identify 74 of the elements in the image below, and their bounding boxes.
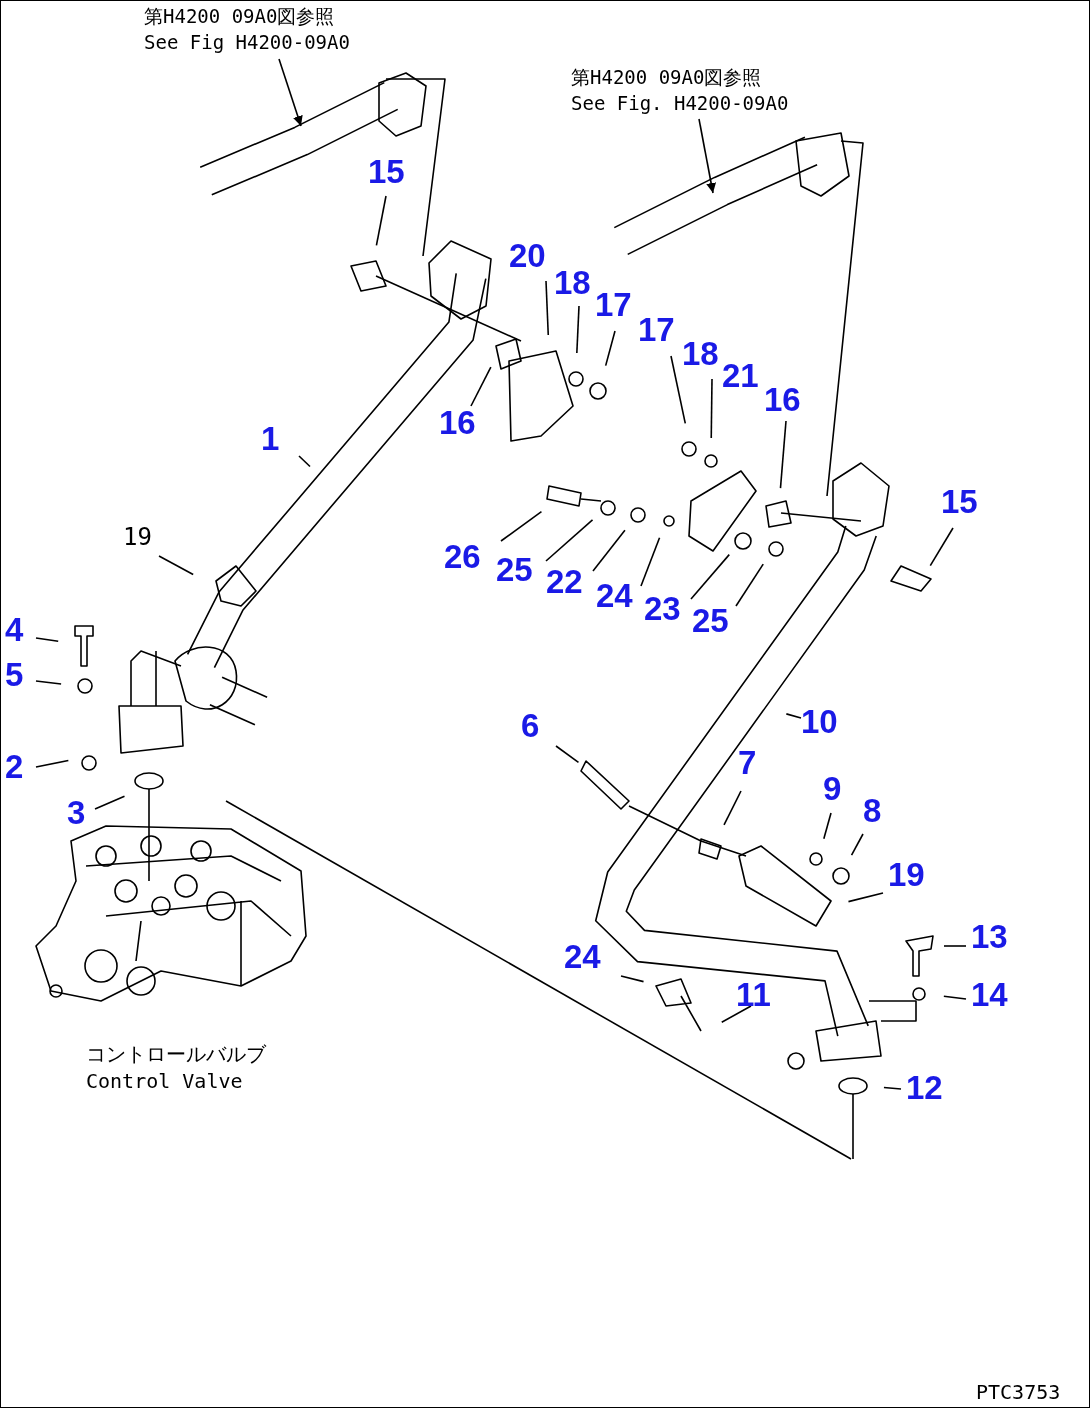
callout-number: 11 (736, 977, 771, 1013)
callout-number: 17 (638, 312, 675, 348)
callout-number: 4 (5, 612, 24, 648)
reference-note: 第H4200 09A0図参照 (571, 65, 763, 90)
leader-line (943, 945, 967, 947)
callout-number: 15 (368, 154, 405, 190)
callout-number: 15 (941, 484, 978, 520)
callout-number: 12 (906, 1070, 943, 1106)
callout-number: 26 (444, 539, 481, 575)
part-name: Control Valve (86, 1068, 243, 1094)
leader-line (943, 995, 967, 1000)
leader-line (35, 680, 62, 685)
leader-line (604, 330, 616, 367)
leader-arrow (278, 58, 303, 127)
callout-number: 13 (971, 919, 1008, 955)
callout-number: 25 (496, 552, 533, 588)
callout-number: 18 (682, 336, 719, 372)
leader-line (500, 510, 543, 542)
callout-number: 16 (764, 382, 801, 418)
leader-line (35, 637, 59, 643)
leader-line (545, 280, 550, 336)
callout-number: 9 (823, 771, 842, 807)
callout-number: 22 (546, 564, 583, 600)
callout-number: 2 (5, 749, 24, 785)
leader-line (850, 833, 864, 856)
leader-line (298, 455, 311, 468)
callout-number: 7 (738, 745, 757, 781)
leader-line (779, 420, 787, 489)
callout-number: 18 (554, 265, 591, 301)
drawing-number: PTC3753 (976, 1379, 1061, 1405)
part-name: コントロールバルブ (86, 1041, 266, 1067)
reference-note: 第H4200 09A0図参照 (144, 4, 336, 29)
leader-line (158, 555, 194, 576)
leader-line (592, 529, 626, 572)
leader-line (690, 553, 731, 600)
leader-line (723, 790, 742, 826)
leader-line (576, 305, 580, 354)
callout-number: 25 (692, 603, 729, 639)
leader-line (94, 795, 126, 810)
callout-number: 23 (644, 591, 681, 627)
leader-line (670, 355, 687, 425)
leader-line (375, 195, 387, 247)
reference-note: See Fig. H4200-09A0 (571, 91, 789, 116)
callout-number: 14 (971, 977, 1008, 1013)
leader-line (883, 1086, 902, 1090)
callout-number: 24 (564, 939, 601, 975)
leader-line (847, 892, 884, 903)
callout-number: 1 (261, 421, 280, 457)
leader-line (470, 366, 492, 407)
callout-number: 5 (5, 657, 24, 693)
leader-arrow (698, 118, 717, 194)
leader-line (785, 713, 802, 719)
callout-number: 17 (595, 287, 632, 323)
leader-line (929, 527, 954, 567)
leader-line (555, 745, 580, 764)
callout-number: 24 (596, 578, 633, 614)
leader-line (620, 975, 645, 983)
callout-number: 16 (439, 405, 476, 441)
callout-number: 10 (801, 704, 838, 740)
callout-number: 19 (888, 857, 925, 893)
callout-number: 19 (123, 519, 152, 555)
leader-line (545, 519, 594, 562)
leader-line (823, 812, 832, 840)
leader-line (640, 537, 661, 587)
leader-line (35, 759, 70, 768)
callout-number: 8 (863, 793, 882, 829)
callout-number: 21 (722, 358, 759, 394)
callout-number: 3 (67, 795, 86, 831)
leader-line (710, 378, 713, 439)
leader-line (720, 1005, 752, 1024)
leader-line (735, 563, 764, 607)
callout-number: 6 (521, 708, 540, 744)
reference-note: See Fig H4200-09A0 (144, 30, 350, 55)
callout-number: 20 (509, 238, 546, 274)
